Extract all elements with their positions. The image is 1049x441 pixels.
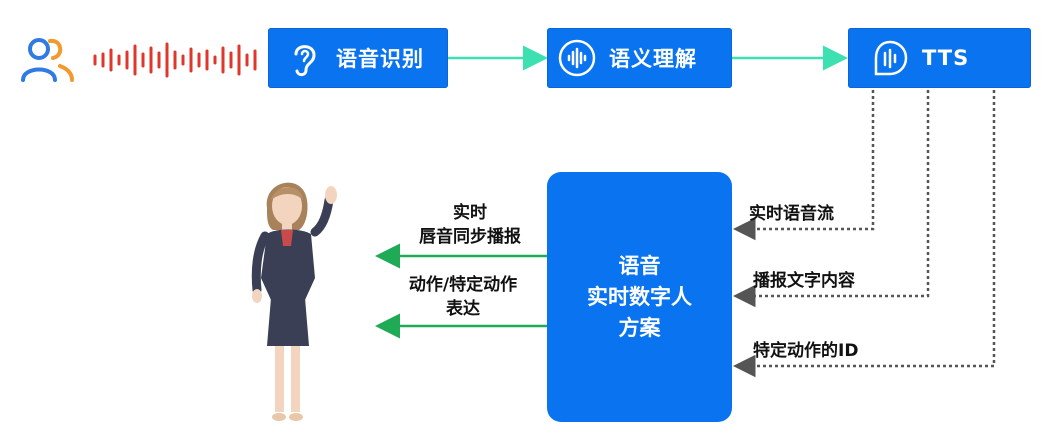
digital-human-solution-box: 语音 实时数字人 方案 [547, 172, 732, 422]
dotted-action-arrow [733, 90, 996, 378]
label-realtime-stream: 实时语音流 [749, 204, 834, 224]
asr-box: 语音识别 [268, 28, 448, 88]
label-lip-sync: 实时 唇音同步播报 [395, 201, 545, 249]
voice-wave-icon [558, 39, 596, 77]
ear-icon [294, 45, 316, 77]
lip-sync-line-1: 实时 [453, 203, 487, 223]
asr-label: 语音识别 [336, 47, 424, 71]
tts-label: TTS [922, 46, 970, 70]
label-action-id: 特定动作的ID [753, 341, 859, 361]
dotted-text-arrow [733, 90, 930, 308]
speech-icon [874, 40, 908, 76]
audio-wave-icon [93, 42, 257, 78]
dotted-stream-arrow [733, 90, 875, 241]
nlu-box: 语义理解 [547, 28, 732, 88]
center-line-3: 方案 [618, 315, 661, 340]
digital-human-avatar [251, 182, 337, 421]
users-icon [21, 38, 74, 82]
nlu-label: 语义理解 [609, 47, 697, 71]
action-line-2: 表达 [446, 299, 480, 319]
action-line-1: 动作/特定动作 [408, 275, 518, 295]
tts-box: TTS [848, 28, 1031, 88]
lip-sync-line-2: 唇音同步播报 [419, 227, 521, 247]
label-action-expression: 动作/特定动作 表达 [383, 273, 543, 321]
center-line-1: 语音 [618, 253, 661, 278]
label-broadcast-text: 播报文字内容 [753, 271, 855, 291]
center-line-2: 实时数字人 [587, 284, 692, 309]
